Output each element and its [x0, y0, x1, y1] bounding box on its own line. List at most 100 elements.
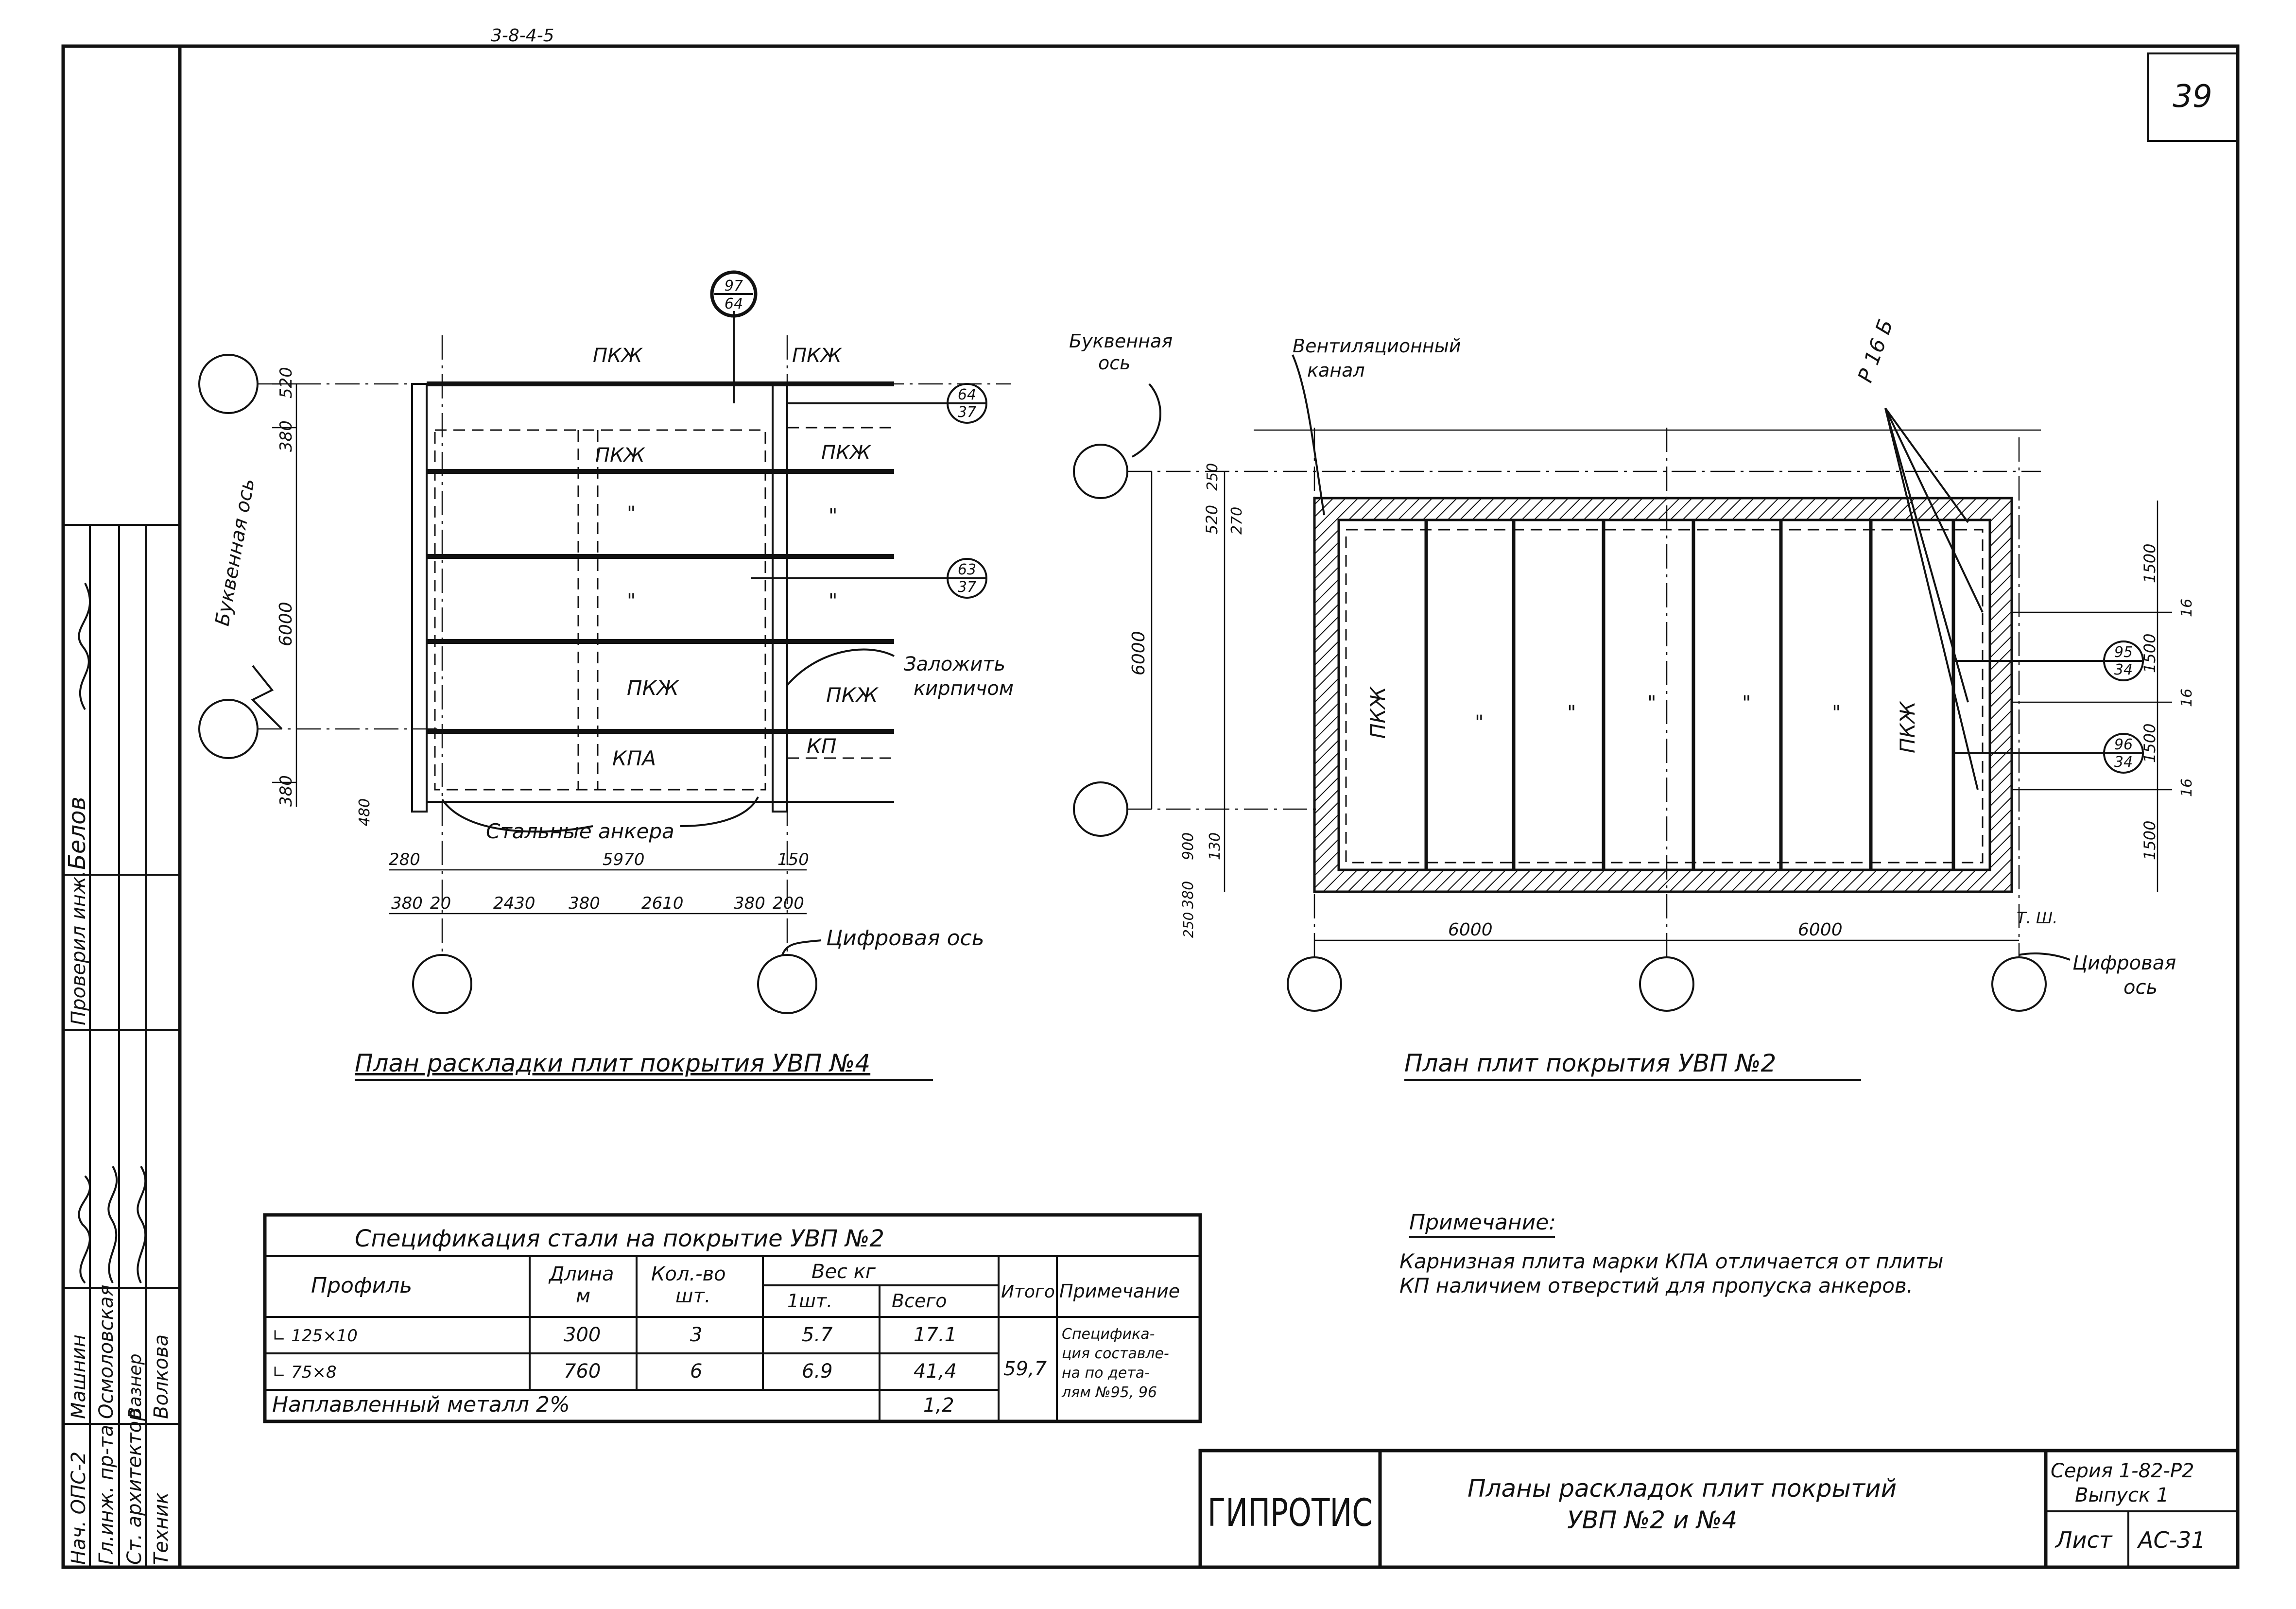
role-4: Техник [150, 1492, 173, 1565]
issue: Выпуск 1 [2075, 1484, 2169, 1506]
tsh-label: Т. Ш. [2017, 909, 2057, 927]
spec-note-2: ция составле- [1062, 1345, 1169, 1362]
sheet-code: АС-31 [2137, 1527, 2206, 1553]
callout-top: 64 [958, 386, 976, 403]
callout-bottom: 37 [958, 579, 976, 596]
hdr-qty-unit: шт. [675, 1285, 711, 1307]
dim: 1500 [2141, 724, 2159, 763]
signature [107, 1166, 118, 1283]
callout-top: 97 [725, 277, 743, 294]
role-3: Ст. архитектор [123, 1409, 146, 1565]
note-title: Примечание: [1409, 1210, 1556, 1235]
right-slab-7: ПКЖ [1896, 701, 1919, 753]
signature [78, 1175, 91, 1284]
spec-note-3: на по дета- [1062, 1365, 1150, 1382]
axis-circle [198, 699, 259, 759]
right-letter-axis-2: ось [1098, 352, 1131, 374]
dim: 6000 [1129, 631, 1149, 675]
row2-w1: 6.9 [802, 1360, 833, 1383]
signature [137, 1165, 147, 1283]
hdr-weight-one: 1шт. [787, 1290, 832, 1312]
spec-table [263, 1213, 1202, 1423]
side-stamp-frame [61, 44, 182, 1569]
hdr-qty: Кол.-во [651, 1263, 726, 1285]
row1-w1: 5.7 [802, 1324, 833, 1346]
callout-circle [710, 270, 758, 318]
dim: 380 [391, 894, 423, 913]
plan-left-title: План раскладки плит покрытия УВП №4 [355, 1049, 870, 1077]
wall-right [772, 383, 788, 813]
left-slab-3-right: " [829, 505, 837, 527]
callout-bottom: 34 [2114, 754, 2133, 771]
hdr-length-unit: м [576, 1285, 590, 1307]
row1-qty: 3 [690, 1324, 702, 1346]
right-slab-2: " [1475, 711, 1484, 734]
dim: 20 [430, 894, 451, 913]
dim: 250 [1180, 912, 1196, 938]
left-slab-top: ПКЖ [593, 345, 643, 367]
letter-axis-label: Буквенная ось [211, 477, 259, 627]
anchors-label: Стальные анкера [486, 819, 674, 843]
axis-circle [1287, 956, 1342, 1012]
series: Серия 1-82-Р2 [2051, 1460, 2194, 1482]
callout-bottom: 64 [725, 295, 743, 312]
hdr-weight: Вес кг [811, 1261, 876, 1283]
dim: 380 [734, 894, 765, 913]
spec-note-4: лям №95, 96 [1061, 1384, 1157, 1401]
dim: 16 [2178, 779, 2195, 797]
right-slab-1: ПКЖ [1366, 686, 1390, 739]
sheet-number: 39 [2173, 79, 2212, 115]
axis-circle [198, 354, 259, 414]
dim: 250 [1204, 463, 1221, 491]
spec-title: Спецификация стали на покрытие УВП №2 [355, 1225, 884, 1252]
dim: 900 [1180, 832, 1197, 860]
brick-label-2: кирпичом [914, 677, 1014, 700]
left-slab-2: ПКЖ [595, 444, 645, 467]
dim: 520 [1203, 505, 1221, 535]
callout-bottom: 37 [958, 404, 976, 421]
left-slab-4: " [627, 590, 636, 612]
dim: 5970 [603, 850, 645, 869]
dim: 2610 [641, 894, 684, 913]
row2-length: 760 [564, 1360, 601, 1383]
right-slab-5: " [1742, 692, 1751, 714]
role-2: Гл.инж. пр-та [95, 1425, 118, 1565]
dim: 6000 [276, 602, 296, 646]
right-digit-axis-1: Цифровая [2072, 952, 2176, 974]
name-3: Вазнер [125, 1354, 145, 1419]
spec-note-1: Специфика- [1062, 1326, 1155, 1343]
weld-value: 1,2 [923, 1394, 954, 1417]
name-2: Осмоловская [95, 1285, 118, 1419]
dim: 6000 [1798, 920, 1843, 940]
axis-circle [1639, 956, 1694, 1012]
dim: 380 [569, 894, 600, 913]
row2-profile: ∟ 75×8 [272, 1363, 337, 1382]
dim: 6000 [1448, 920, 1493, 940]
brick-label-1: Заложить [904, 653, 1005, 675]
org-name: ГИПРОТИС [1208, 1491, 1373, 1535]
dim: 130 [1207, 832, 1224, 860]
row2-wall: 41,4 [914, 1360, 957, 1383]
dim: 520 [276, 367, 296, 398]
sheet-number-box [2147, 52, 2239, 142]
sheet-frame [178, 44, 2240, 1569]
axis-circle [757, 954, 817, 1014]
callout-bottom: 34 [2114, 661, 2133, 678]
signature [78, 583, 91, 710]
right-slab-4: " [1647, 692, 1656, 714]
dim: 380 [276, 420, 296, 452]
hdr-note: Примечание [1059, 1280, 1180, 1302]
left-slab-6-right: КП [807, 734, 836, 758]
sheet-name-2: УВП №2 и №4 [1567, 1506, 1737, 1534]
left-slab-2-right: ПКЖ [821, 442, 871, 464]
sheet-label: Лист [2054, 1527, 2113, 1553]
dim: 270 [1228, 507, 1245, 535]
dim: 2430 [493, 894, 535, 913]
dim: 16 [2178, 689, 2195, 707]
dim: 1500 [2141, 821, 2159, 860]
dim: 150 [777, 850, 809, 869]
vent-label-2: канал [1307, 360, 1365, 381]
right-slab-6: " [1832, 702, 1841, 724]
axis-circle [412, 954, 472, 1014]
